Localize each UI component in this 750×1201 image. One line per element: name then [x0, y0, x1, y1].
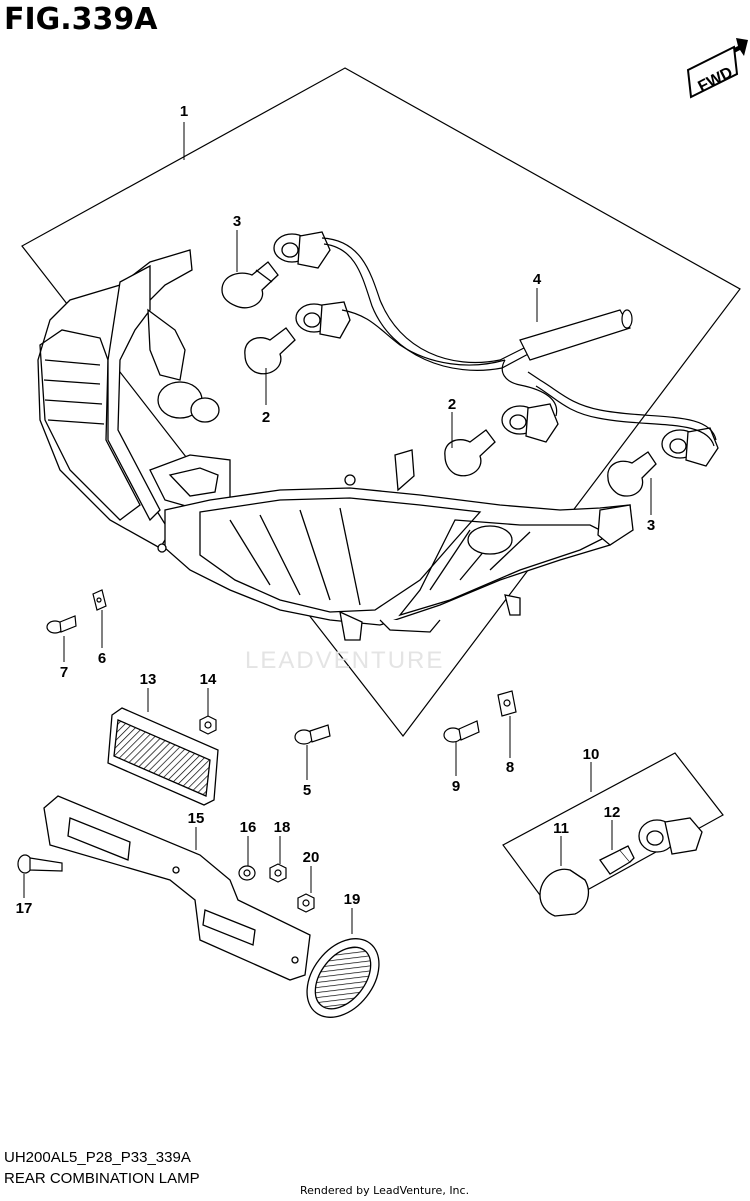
lens-item-11 [539, 868, 589, 917]
socket-upper-middle [295, 301, 351, 339]
callout-6: 6 [98, 650, 106, 667]
bulb-upper-left [221, 261, 279, 309]
callout-15: 15 [188, 810, 205, 827]
nut-item-14 [199, 715, 217, 735]
nut-clip-item-6 [92, 589, 107, 611]
callout-8: 8 [506, 759, 514, 776]
callout-labels: 1 2 2 3 3 4 5 6 7 8 9 10 11 12 13 14 15 … [16, 103, 656, 917]
callout-5: 5 [303, 782, 311, 799]
washer-item-16 [238, 865, 256, 881]
callout-10: 10 [583, 746, 600, 763]
callout-2-lower: 2 [448, 396, 456, 413]
bulb-item-12 [599, 845, 635, 875]
wiring-harness [321, 237, 717, 447]
callout-3-upper: 3 [233, 213, 241, 230]
callout-12: 12 [604, 804, 621, 821]
callout-3-right: 3 [647, 517, 655, 534]
callout-4: 4 [533, 271, 542, 288]
figure-title: FIG.339A [4, 2, 158, 37]
callout-14: 14 [200, 671, 217, 688]
callout-19: 19 [344, 891, 361, 908]
bulb-right [607, 451, 657, 497]
screw-item-7 [46, 615, 77, 634]
watermark: LEADVENTURE [245, 647, 444, 674]
callout-1: 1 [180, 103, 188, 120]
callout-2-upper: 2 [262, 409, 270, 426]
socket-lower-middle [501, 403, 559, 443]
callout-7: 7 [60, 664, 68, 681]
callout-13: 13 [140, 671, 157, 688]
nut-clip-item-8 [497, 690, 517, 717]
callout-17: 17 [16, 900, 33, 917]
callout-20: 20 [303, 849, 320, 866]
callout-leaders [23, 122, 652, 934]
figure-code: UH200AL5_P28_P33_339A [4, 1149, 191, 1166]
reflector-item-13 [107, 707, 219, 806]
license-lamp-box [502, 752, 724, 911]
tail-lamp-assembly [37, 249, 634, 641]
callout-16: 16 [240, 819, 257, 836]
screw-item-5 [294, 724, 331, 745]
nut-item-18 [269, 863, 287, 883]
nut-item-20 [297, 893, 315, 913]
callout-9: 9 [452, 778, 460, 795]
fwd-arrow-badge: FWD [686, 38, 748, 99]
callout-18: 18 [274, 819, 291, 836]
socket-upper-left [273, 231, 331, 269]
bolt-item-17 [17, 854, 63, 874]
socket-right [661, 427, 719, 467]
figure-name: REAR COMBINATION LAMP [4, 1170, 200, 1187]
callout-11: 11 [553, 820, 569, 837]
assembly-outline-box [21, 67, 741, 737]
reflector-item-19 [306, 938, 380, 1018]
bulb-lower-middle [444, 429, 496, 477]
render-credit: Rendered by LeadVenture, Inc. [300, 1184, 470, 1197]
screw-item-9 [443, 720, 480, 743]
socket-license-lamp [638, 817, 703, 855]
bracket-item-15 [43, 795, 311, 981]
bulb-socket-set [221, 231, 719, 497]
bulb-upper-middle [244, 327, 296, 375]
